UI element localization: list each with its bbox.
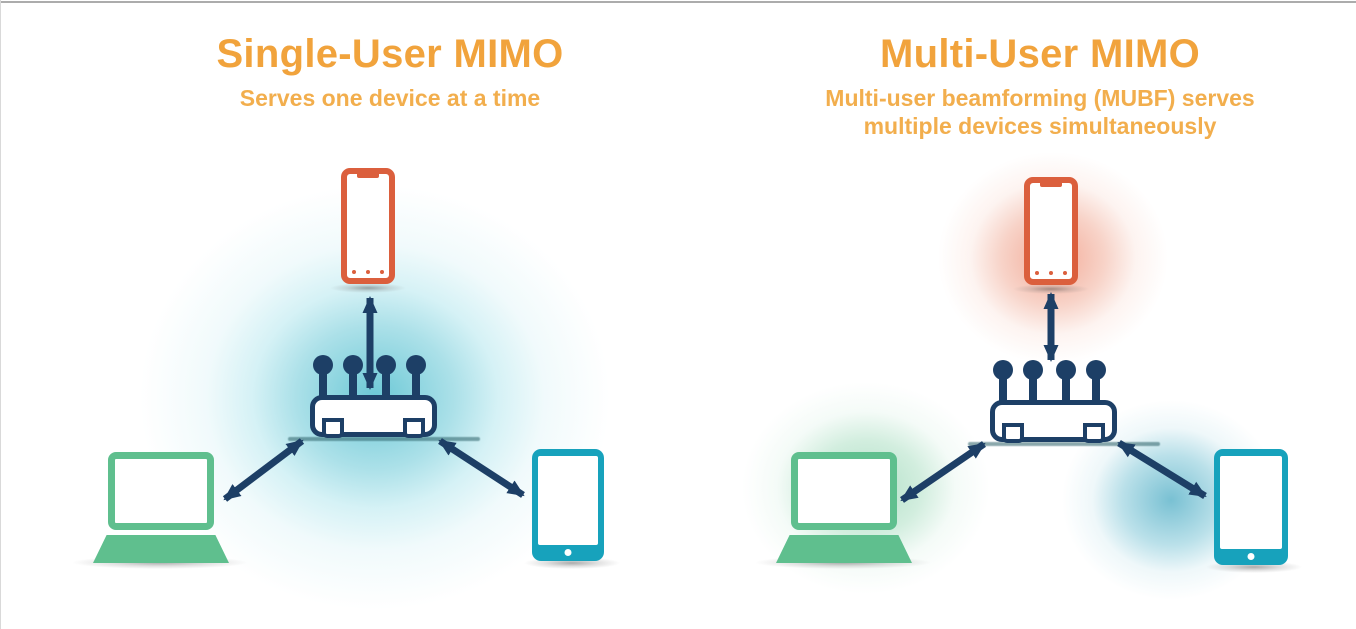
phone-notch bbox=[1040, 182, 1062, 187]
panel-multi-user-header: Multi-User MIMO Multi-user beamforming (… bbox=[710, 32, 1356, 140]
router-foot bbox=[403, 418, 425, 438]
router-body bbox=[990, 400, 1117, 443]
smartphone-icon bbox=[341, 168, 395, 284]
tablet-screen bbox=[1220, 456, 1282, 549]
antenna-icon bbox=[999, 370, 1007, 406]
bidirectional-arrow-laptop bbox=[900, 441, 986, 503]
wifi-router-icon bbox=[990, 360, 1117, 443]
phone-shadow bbox=[330, 283, 406, 293]
laptop-icon bbox=[776, 452, 912, 563]
multi-user-subtitle: Multi-user beamforming (MUBF) serves mul… bbox=[825, 85, 1255, 140]
multi-user-title: Multi-User MIMO bbox=[879, 32, 1201, 76]
single-user-subtitle: Serves one device at a time bbox=[239, 85, 541, 111]
antenna-icon bbox=[1092, 370, 1100, 406]
router-foot bbox=[322, 418, 344, 438]
antenna-icon bbox=[1062, 370, 1070, 406]
laptop-base bbox=[93, 535, 229, 563]
tablet-icon bbox=[1214, 449, 1288, 565]
antenna-icon bbox=[319, 365, 327, 401]
top-border-line bbox=[0, 1, 1356, 3]
tablet-icon bbox=[532, 449, 604, 561]
phone-buttons bbox=[1030, 271, 1072, 275]
router-shadow bbox=[968, 442, 1160, 446]
laptop-screen bbox=[108, 452, 214, 530]
router-foot bbox=[1002, 423, 1024, 443]
phone-shadow bbox=[1013, 284, 1089, 294]
wifi-router-icon bbox=[310, 355, 437, 438]
bidirectional-arrow-tablet bbox=[1117, 440, 1207, 499]
phone-notch bbox=[357, 173, 379, 178]
antenna-icon bbox=[1029, 370, 1037, 406]
left-border-line bbox=[0, 0, 1, 629]
antenna-icon bbox=[382, 365, 390, 401]
antenna-icon bbox=[349, 365, 357, 401]
phone-buttons bbox=[347, 270, 389, 274]
laptop-icon bbox=[93, 452, 229, 563]
tablet-home-button bbox=[1247, 553, 1255, 560]
bidirectional-arrow-laptop bbox=[222, 438, 305, 502]
single-user-title: Single-User MIMO bbox=[216, 32, 564, 76]
laptop-base bbox=[776, 535, 912, 563]
router-body bbox=[310, 395, 437, 438]
smartphone-icon bbox=[1024, 177, 1078, 285]
tablet-screen bbox=[538, 456, 598, 545]
antenna-icon bbox=[412, 365, 420, 401]
panel-single-user-header: Single-User MIMO Serves one device at a … bbox=[60, 32, 720, 112]
router-shadow bbox=[288, 437, 480, 441]
tablet-home-button bbox=[564, 549, 572, 556]
router-foot bbox=[1083, 423, 1105, 443]
laptop-screen bbox=[791, 452, 897, 530]
bidirectional-arrow-tablet bbox=[438, 438, 525, 498]
